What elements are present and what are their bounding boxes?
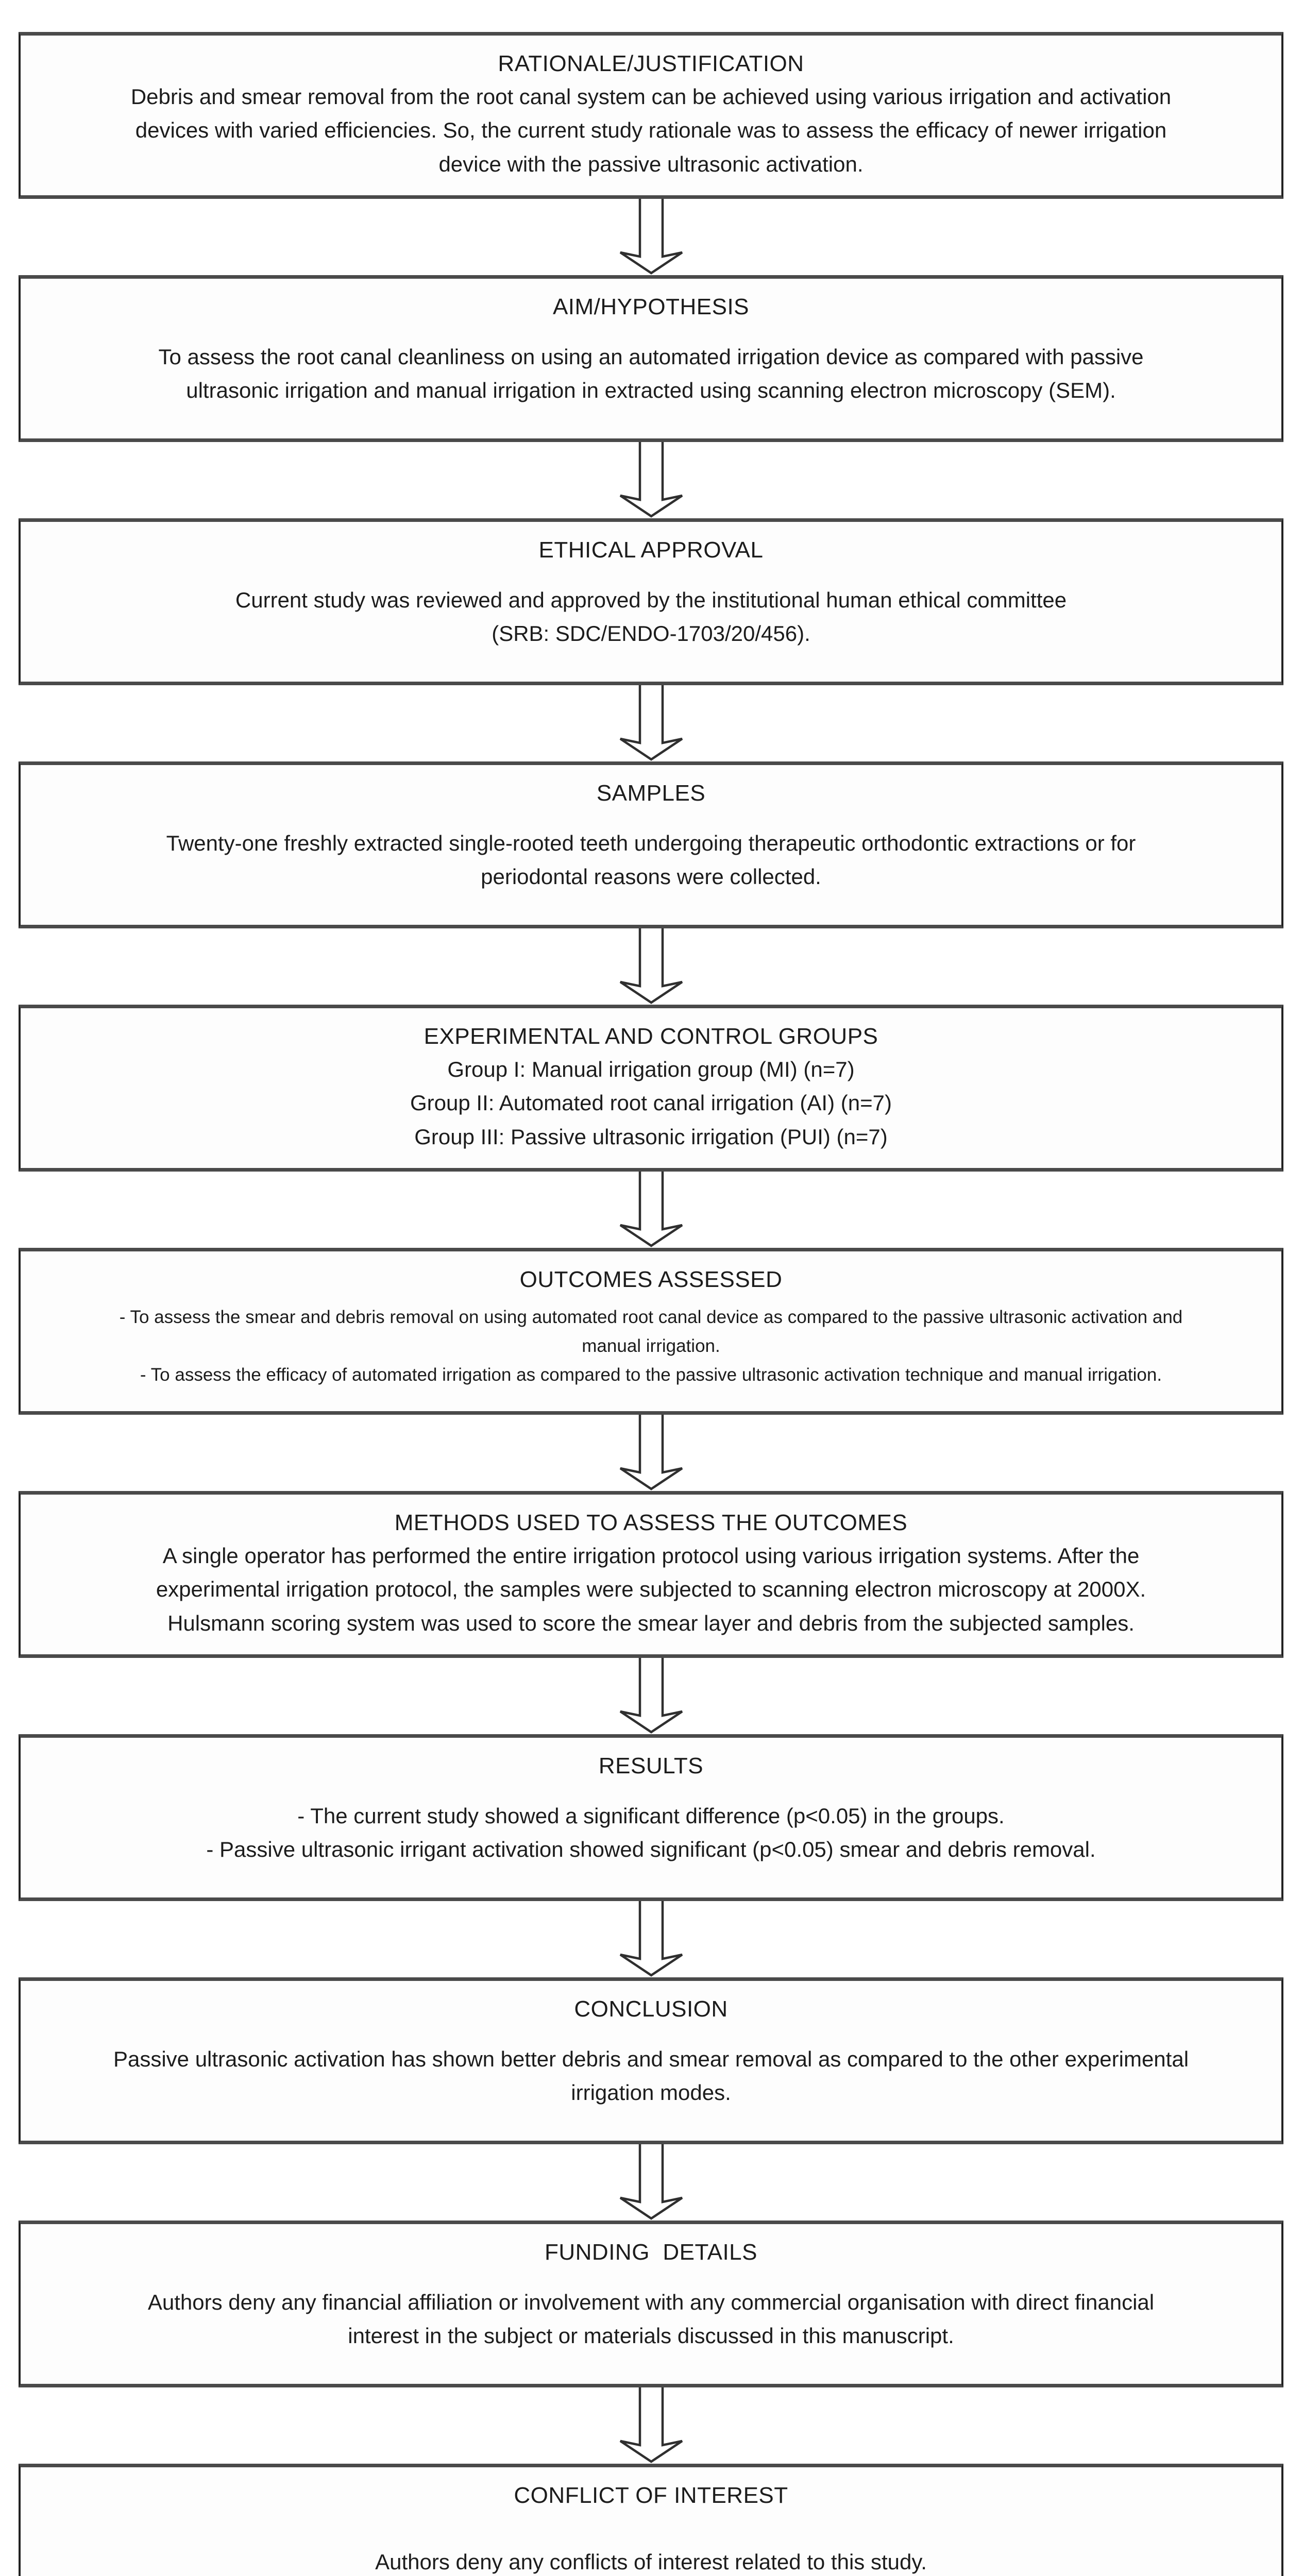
box-text: Authors deny any financial affiliation o… — [147, 2290, 1155, 2348]
box-text: - The current study showed a significant… — [206, 1803, 1096, 1861]
box-title: ETHICAL APPROVAL — [538, 537, 764, 563]
box-title: SAMPLES — [596, 781, 706, 806]
down-arrow-icon — [19, 199, 1283, 275]
box-title: METHODS USED TO ASSESS THE OUTCOMES — [394, 1510, 908, 1535]
flow-box-outcomes-assessed: OUTCOMES ASSESSED - To assess the smear … — [19, 1248, 1283, 1415]
down-arrow-icon — [19, 685, 1283, 761]
flow-box-groups: EXPERIMENTAL AND CONTROL GROUPS Group I:… — [19, 1005, 1283, 1172]
down-arrow-icon — [19, 1172, 1283, 1248]
box-body: A single operator has performed the enti… — [21, 1536, 1281, 1654]
box-body: Authors deny any financial affiliation o… — [21, 2265, 1281, 2384]
box-text: Current study was reviewed and approved … — [235, 587, 1067, 646]
box-title: OUTCOMES ASSESSED — [519, 1267, 783, 1292]
box-body: To assess the root canal cleanliness on … — [21, 320, 1281, 438]
box-text: Debris and smear removal from the root c… — [130, 84, 1172, 176]
flow-box-conclusion: CONCLUSION Passive ultrasonic activation… — [19, 1977, 1283, 2144]
flow-box-samples: SAMPLES Twenty-one freshly extracted sin… — [19, 761, 1283, 928]
box-text: Group I: Manual irrigation group (MI) (n… — [410, 1057, 892, 1149]
flow-box-methods: METHODS USED TO ASSESS THE OUTCOMES A si… — [19, 1491, 1283, 1658]
box-body: Group I: Manual irrigation group (MI) (n… — [21, 1049, 1281, 1168]
box-body: Passive ultrasonic activation has shown … — [21, 2022, 1281, 2141]
box-body: Debris and smear removal from the root c… — [21, 77, 1281, 195]
flow-box-funding: FUNDING DETAILS Authors deny any financi… — [19, 2221, 1283, 2387]
box-title: RESULTS — [598, 1753, 704, 1778]
box-body: - The current study showed a significant… — [21, 1779, 1281, 1897]
down-arrow-icon — [19, 1658, 1283, 1734]
flow-box-aim: AIM/HYPOTHESIS To assess the root canal … — [19, 275, 1283, 442]
down-arrow-icon — [19, 442, 1283, 518]
box-body: Twenty-one freshly extracted single-root… — [21, 806, 1281, 925]
box-body: Current study was reviewed and approved … — [21, 563, 1281, 682]
flow-box-conflict-of-interest: CONFLICT OF INTEREST Authors deny any co… — [19, 2464, 1283, 2576]
box-title: CONCLUSION — [574, 1996, 728, 2022]
box-title: EXPERIMENTAL AND CONTROL GROUPS — [424, 1024, 878, 1049]
box-text: To assess the root canal cleanliness on … — [158, 344, 1144, 402]
box-title: AIM/HYPOTHESIS — [552, 294, 750, 319]
box-body: Authors deny any conflicts of interest r… — [21, 2509, 1281, 2576]
down-arrow-icon — [19, 928, 1283, 1005]
box-title: CONFLICT OF INTEREST — [514, 2483, 788, 2508]
box-title: RATIONALE/JUSTIFICATION — [498, 51, 804, 76]
box-text: Authors deny any conflicts of interest r… — [375, 2550, 927, 2574]
box-text: - To assess the smear and debris removal… — [119, 1307, 1183, 1385]
flow-box-results: RESULTS - The current study showed a sig… — [19, 1734, 1283, 1901]
down-arrow-icon — [19, 1415, 1283, 1491]
flow-box-rationale: RATIONALE/JUSTIFICATION Debris and smear… — [19, 32, 1283, 199]
box-text: A single operator has performed the enti… — [156, 1544, 1146, 1635]
box-body: - To assess the smear and debris removal… — [21, 1293, 1281, 1411]
down-arrow-icon — [19, 2387, 1283, 2464]
down-arrow-icon — [19, 1901, 1283, 1977]
flow-box-ethical-approval: ETHICAL APPROVAL Current study was revie… — [19, 518, 1283, 685]
box-title: FUNDING DETAILS — [544, 2240, 757, 2265]
down-arrow-icon — [19, 2144, 1283, 2221]
box-text: Twenty-one freshly extracted single-root… — [166, 831, 1136, 889]
box-text: Passive ultrasonic activation has shown … — [113, 2046, 1189, 2105]
